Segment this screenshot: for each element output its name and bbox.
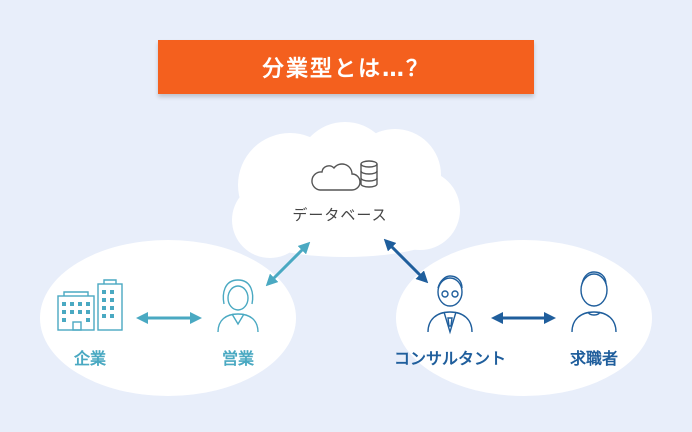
building-icon	[57, 279, 123, 331]
cloud-database-icon	[311, 160, 378, 191]
jobseeker-label: 求職者	[569, 349, 618, 368]
title-text: 分業型とは…？	[261, 57, 430, 82]
sales-label: 営業	[221, 349, 254, 368]
saleswoman-icon	[217, 279, 259, 333]
database-label: データベース	[292, 206, 388, 224]
arrow-sales-database	[265, 241, 311, 287]
consultant-icon	[427, 275, 473, 335]
arrow-database-consultant	[383, 238, 429, 284]
consultant-label: コンサルタント	[393, 349, 506, 368]
jobseeker-icon	[571, 271, 617, 333]
title-banner: 分業型とは…？	[158, 40, 534, 94]
database-cloud	[232, 122, 460, 258]
company-label: 企業	[73, 349, 106, 368]
